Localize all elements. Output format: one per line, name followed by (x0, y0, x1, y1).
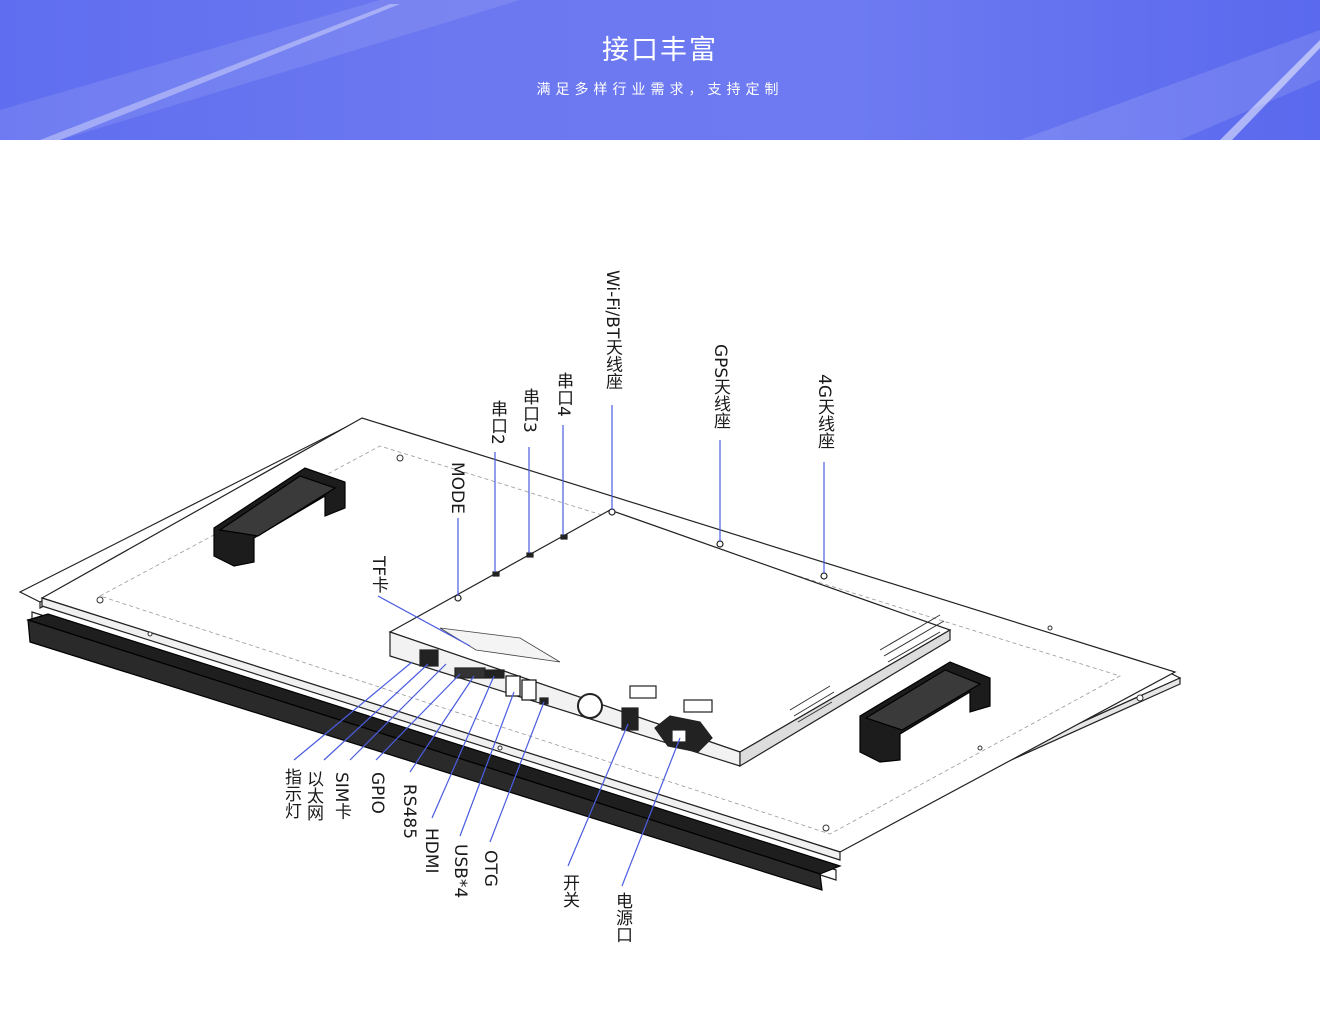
label-hdmi: HDMI (421, 828, 441, 874)
leader-gpio (375, 673, 461, 761)
label-4g-antenna: 4G天线座 (814, 374, 834, 449)
label-otg: OTG (480, 850, 500, 887)
leader-indicator (293, 661, 413, 761)
banner-title: 接口丰富 (602, 35, 718, 66)
leader-ethernet (323, 663, 429, 761)
controller-box (388, 508, 952, 768)
left-handle (213, 467, 346, 567)
label-sim-card: SIM卡 (331, 772, 351, 820)
leader-rs485 (409, 675, 475, 773)
label-gpio: GPIO (367, 772, 387, 814)
label-gps-antenna: GPS天线座 (710, 344, 730, 430)
leader-tf (377, 595, 471, 647)
label-serial-3: 串口3 (519, 388, 539, 433)
label-serial-2: 串口2 (487, 400, 507, 445)
label-ethernet: 以太网 (303, 770, 323, 821)
label-switch: 开关 (559, 874, 579, 908)
banner-subtitle: 满足多样行业需求，支持定制 (536, 82, 784, 98)
leader-sim (349, 663, 447, 761)
label-tf-card: TF卡 (368, 556, 388, 594)
leader-otg (489, 701, 545, 843)
leader-power (621, 737, 681, 887)
leader-lines (293, 405, 825, 887)
label-usb: USB*4 (450, 844, 470, 899)
leader-hdmi (431, 675, 495, 819)
leader-switch (567, 723, 629, 867)
device-illustration (18, 405, 1182, 891)
label-mode: MODE (447, 462, 467, 514)
label-rs485: RS485 (399, 784, 419, 840)
label-indicator: 指示灯 (281, 768, 301, 819)
leader-usb (459, 691, 515, 837)
label-power-port: 电源口 (612, 892, 632, 943)
label-wifi-bt-antenna: Wi-Fi/BT天线座 (602, 270, 622, 390)
label-serial-4: 串口4 (553, 372, 573, 417)
header-banner: 接口丰富 满足多样行业需求，支持定制 (0, 0, 1320, 140)
right-handle (859, 661, 991, 763)
banner-decoration (0, 0, 1320, 140)
